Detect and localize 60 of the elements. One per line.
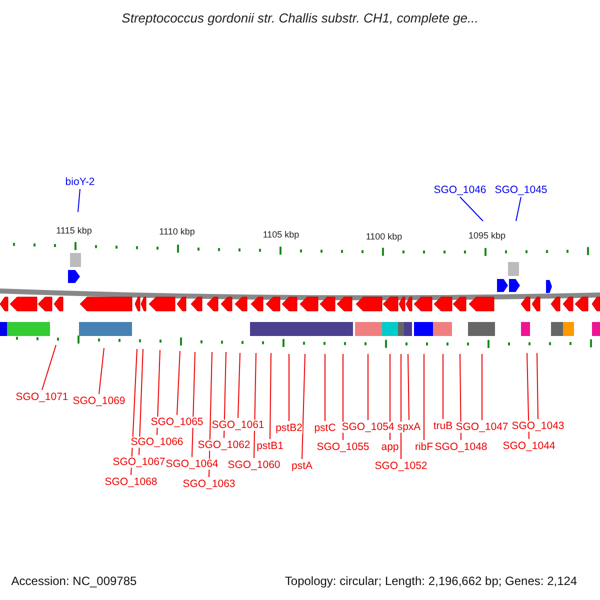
scale-label: 1100 kbp bbox=[366, 232, 402, 242]
gene-label: pstB2 bbox=[276, 422, 302, 434]
leader-line bbox=[42, 344, 56, 390]
leader-line bbox=[192, 352, 196, 458]
gene-label: SGO_1065 bbox=[150, 416, 204, 428]
leader-line bbox=[254, 352, 256, 458]
leader-line bbox=[526, 352, 530, 440]
gene-label: SGO_1067 bbox=[112, 456, 166, 468]
gene-label: SGO_1048 bbox=[434, 442, 488, 452]
leader-line bbox=[98, 348, 104, 394]
leader-line bbox=[400, 354, 402, 460]
gene-label: SGO_1062 bbox=[198, 440, 250, 450]
leader-line bbox=[516, 196, 522, 222]
scale-label: 1105 kbp bbox=[262, 230, 300, 240]
gene-label: app bbox=[381, 442, 399, 452]
gene-label: spxA bbox=[397, 422, 421, 432]
gene-label: SGO_1060 bbox=[228, 460, 280, 470]
genome-summary-text: Topology: circular; Length: 2,196,662 bp; Genes: 2,124 bbox=[284, 575, 578, 587]
gene-label: SGO_1066 bbox=[130, 436, 184, 448]
leader-line bbox=[270, 352, 272, 440]
gene-label: SGO_1068 bbox=[104, 476, 158, 488]
gene-label: SGO_1043 bbox=[512, 420, 564, 432]
leader-line bbox=[156, 350, 160, 436]
gene-label: bioY-2 bbox=[65, 176, 95, 188]
gene-label: SGO_1063 bbox=[182, 478, 236, 490]
leader-line bbox=[442, 354, 444, 420]
gene-label: pstC bbox=[314, 422, 336, 434]
leader-line bbox=[408, 354, 410, 420]
leader-line bbox=[138, 348, 144, 456]
leader-line bbox=[460, 196, 484, 222]
gene-label: SGO_1046 bbox=[434, 184, 486, 196]
scale-label: 1095 kbp bbox=[468, 232, 506, 240]
gene-label: pstB1 bbox=[256, 440, 284, 452]
leader-line bbox=[288, 354, 290, 422]
leader-line bbox=[78, 188, 80, 212]
gene-label: SGO_1044 bbox=[502, 440, 556, 452]
gene-label: SGO_1052 bbox=[374, 460, 428, 472]
gene-label: truB bbox=[433, 420, 453, 432]
gene-label: SGO_1045 bbox=[494, 184, 548, 196]
leader-line bbox=[238, 352, 240, 418]
leader-line bbox=[176, 350, 180, 416]
gene-label: SGO_1054 bbox=[342, 422, 394, 432]
gene-label: SGO_1047 bbox=[456, 422, 508, 432]
gene-label: ribF bbox=[414, 442, 434, 452]
leader-line bbox=[302, 354, 306, 460]
leader-line bbox=[342, 354, 344, 440]
gene-label: SGO_1064 bbox=[166, 458, 218, 470]
leader-line bbox=[460, 354, 462, 440]
leader-line bbox=[224, 352, 226, 438]
gene-label: SGO_1061 bbox=[212, 420, 264, 430]
accession-text: Accession: NC_009785 bbox=[11, 575, 137, 587]
gene-label: SGO_1069 bbox=[72, 396, 126, 406]
leader-line bbox=[536, 352, 538, 420]
gene-label: pstA bbox=[292, 460, 312, 472]
diagram-title: Streptococcus gordonii str. Challis substr. CH1, complete ge... bbox=[122, 12, 478, 24]
gene-label: SGO_1055 bbox=[316, 442, 370, 452]
leader-line bbox=[324, 354, 326, 422]
gene-label: SGO_1071 bbox=[16, 392, 68, 402]
scale-label: 1115 kbp bbox=[56, 226, 92, 236]
scale-label: 1110 kbp bbox=[159, 228, 195, 236]
